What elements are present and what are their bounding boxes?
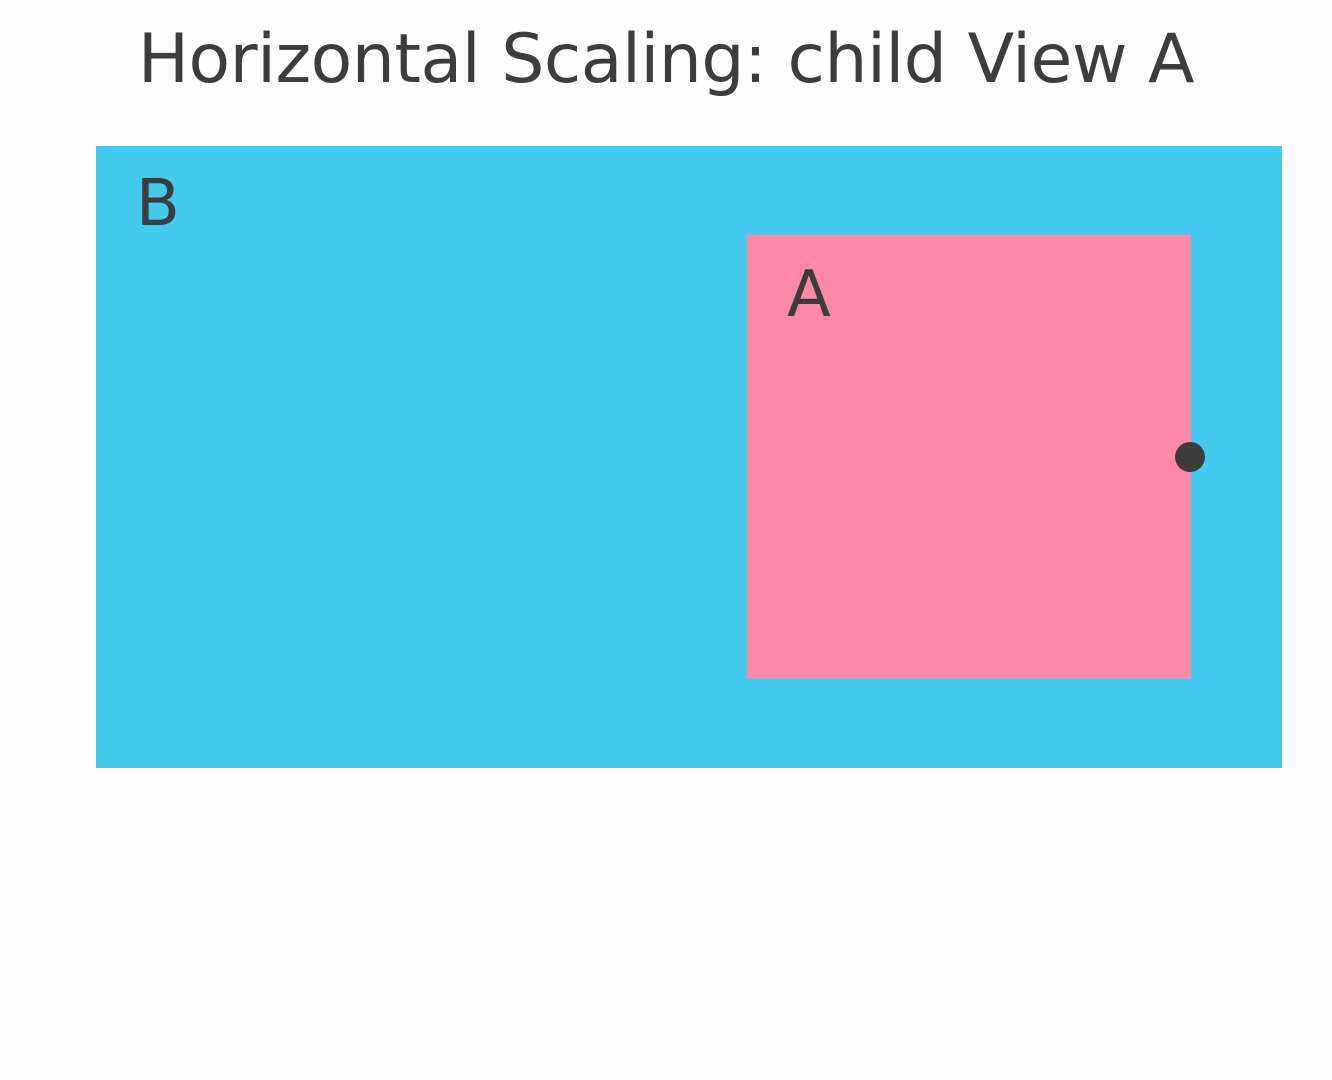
scaling-anchor-handle[interactable] [1175, 442, 1205, 472]
view-a-child: A [747, 235, 1191, 679]
view-a-label: A [787, 258, 831, 332]
view-b-container: B A [96, 146, 1282, 768]
view-b-label: B [136, 167, 180, 241]
page-title: Horizontal Scaling: child View A [137, 20, 1195, 99]
